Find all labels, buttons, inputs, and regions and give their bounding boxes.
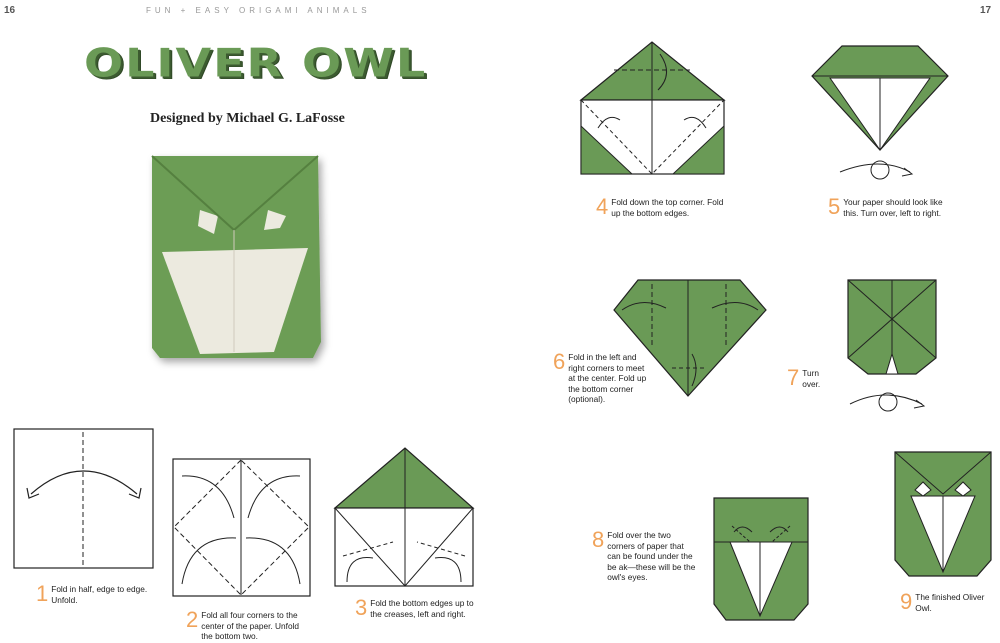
page-number-right: 17 xyxy=(980,5,992,16)
step7-diagram xyxy=(847,279,937,412)
page-title: Oliver Owl xyxy=(84,40,428,86)
step-number: 8 xyxy=(592,527,605,552)
running-header: Fun + Easy Origami Animals xyxy=(146,6,371,15)
step6-diagram xyxy=(613,279,767,397)
step9-diagram xyxy=(894,451,992,577)
step3-diagram xyxy=(333,447,475,587)
step-text: Your paper should look like this. Turn o… xyxy=(843,197,943,218)
step-7: 7 Turn over. xyxy=(787,365,837,390)
step-text: Fold the bottom edges up to the creases,… xyxy=(370,598,474,619)
step8-diagram xyxy=(713,497,809,621)
step-9: 9 The finished Oliver Owl. xyxy=(900,589,990,614)
step-number: 4 xyxy=(596,194,609,219)
step-text: Fold all four corners to the center of t… xyxy=(201,610,300,641)
step-text: The finished Oliver Owl. xyxy=(915,592,985,613)
step-text: Turn over. xyxy=(802,368,821,389)
step5-diagram xyxy=(811,45,949,180)
step-text: Fold down the top corner. Fold up the bo… xyxy=(611,197,724,218)
designer-credit: Designed by Michael G. LaFosse xyxy=(150,111,345,126)
step1-diagram xyxy=(13,428,154,569)
step4-diagram xyxy=(579,41,726,175)
page-number-left: 16 xyxy=(4,5,16,16)
step-1: 1 Fold in half, edge to edge. Unfold. xyxy=(36,581,156,606)
step-text: Fold in half, edge to edge. Unfold. xyxy=(51,584,148,605)
step-number: 3 xyxy=(355,595,368,620)
finished-owl-photo xyxy=(151,155,321,358)
step-number: 1 xyxy=(36,581,49,606)
step-number: 6 xyxy=(553,349,566,374)
step-4: 4 Fold down the top corner. Fold up the … xyxy=(596,194,726,219)
step-number: 2 xyxy=(186,607,199,632)
step-number: 9 xyxy=(900,589,913,614)
step-text: Fold in the left and right corners to me… xyxy=(568,352,647,404)
step-3: 3 Fold the bottom edges up to the crease… xyxy=(355,595,475,620)
step-5: 5 Your paper should look like this. Turn… xyxy=(828,194,943,219)
step-8: 8 Fold over the two corners of paper tha… xyxy=(592,527,698,583)
step-number: 7 xyxy=(787,365,800,390)
step-number: 5 xyxy=(828,194,841,219)
step-text: Fold over the two corners of paper that … xyxy=(607,530,696,582)
step-6: 6 Fold in the left and right corners to … xyxy=(553,349,653,405)
step2-diagram xyxy=(172,458,311,597)
step-2: 2 Fold all four corners to the center of… xyxy=(186,607,310,642)
